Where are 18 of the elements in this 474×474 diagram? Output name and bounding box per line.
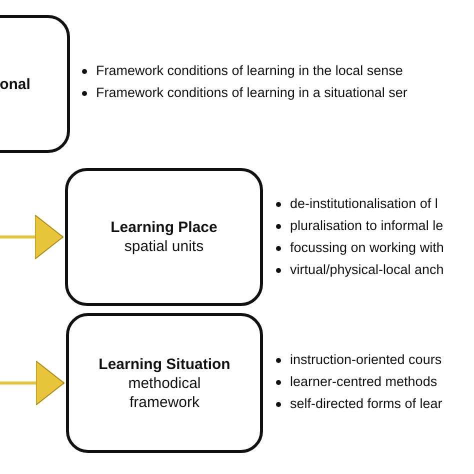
bullet-item: Framework conditions of learning in a situational ser: [96, 85, 408, 101]
bullet-item: instruction-oriented cours: [290, 352, 442, 368]
bullet-item: Framework conditions of learning in the local sense: [96, 63, 403, 79]
bullet-item: pluralisation to informal le: [290, 218, 444, 234]
box-text: methodical framework: [127, 374, 202, 412]
bullet-item: virtual/physical-local anch: [290, 262, 444, 278]
rounded-box: [66, 313, 263, 453]
box-heading: Learning Place: [110, 218, 218, 237]
box-text: spatial units: [124, 237, 204, 256]
arrow: [0, 214, 64, 260]
box-heading: onal: [0, 74, 30, 94]
box-heading: Learning Situation: [98, 354, 230, 374]
bullet-item: self-directed forms of lear: [290, 396, 442, 412]
bullet-item: learner-centred methods: [290, 374, 438, 390]
rounded-box: [65, 168, 263, 306]
arrow: [0, 360, 64, 406]
bullet-item: de-institutionalisation of l: [290, 196, 438, 212]
bullet-item: focussing on working with: [290, 240, 444, 256]
